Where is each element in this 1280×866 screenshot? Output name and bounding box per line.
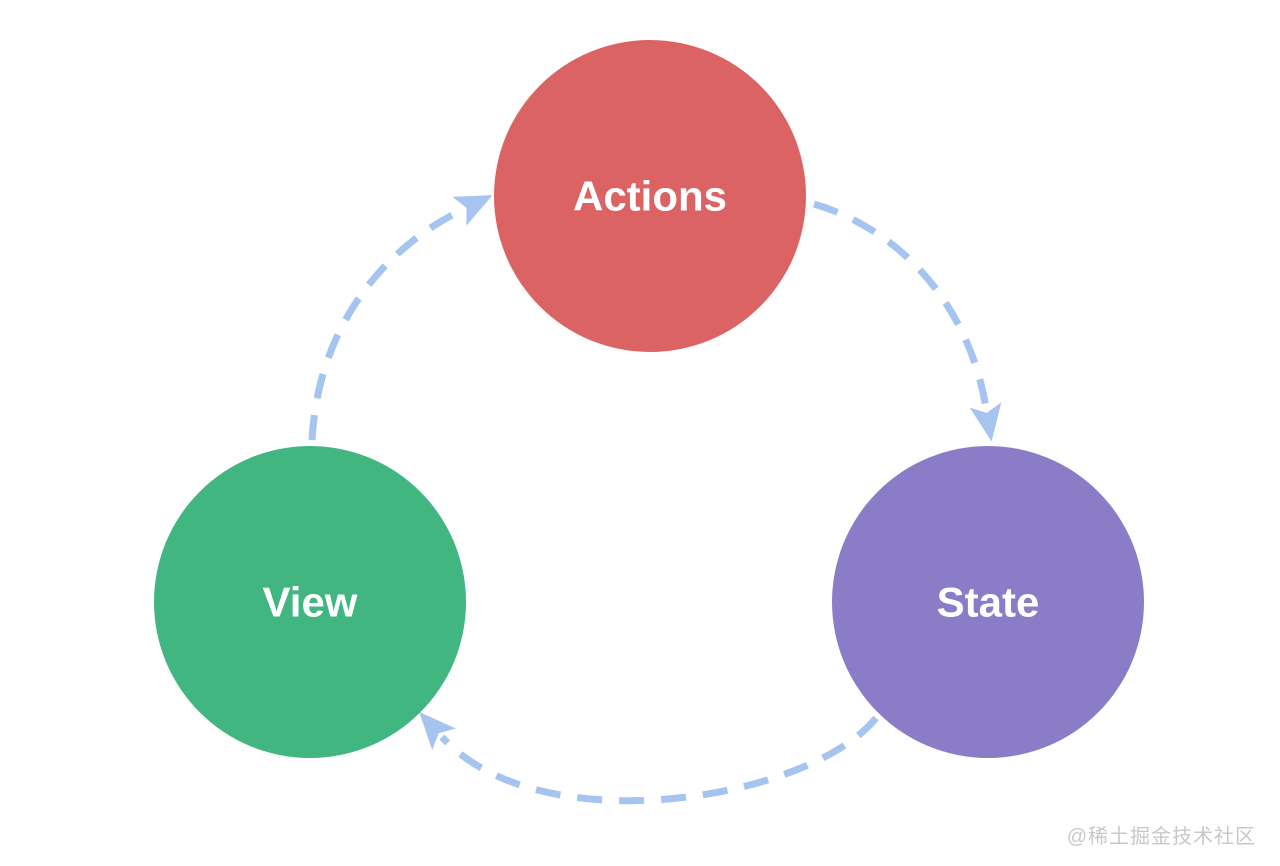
watermark-text: @稀土掘金技术社区 (1066, 826, 1256, 848)
node-label-view: View (263, 579, 358, 626)
node-state: State (832, 446, 1144, 758)
node-circle-view (154, 446, 466, 758)
node-circle-actions (494, 40, 806, 352)
edge-view-to-actions (308, 195, 493, 441)
edge-actions-to-state (813, 200, 1002, 442)
node-label-actions: Actions (573, 173, 727, 220)
node-label-state: State (937, 579, 1040, 626)
node-view: View (154, 446, 466, 758)
node-actions: Actions (494, 40, 806, 352)
edge-state-to-view (419, 711, 879, 805)
node-circle-state (832, 446, 1144, 758)
edges-layer (308, 195, 1002, 805)
